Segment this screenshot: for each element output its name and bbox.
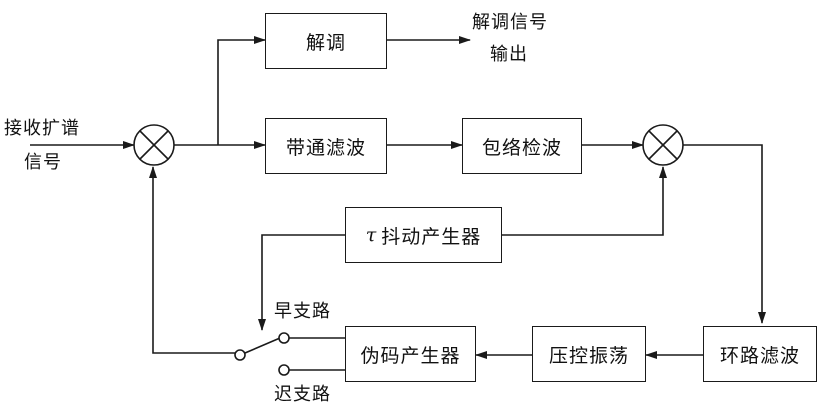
- bandpass-filter-block: 带通滤波: [265, 118, 387, 174]
- envelope-detector-block: 包络检波: [462, 118, 582, 174]
- switch-late-contact: [278, 364, 290, 376]
- input-label-line1: 接收扩谱: [4, 118, 80, 139]
- tau-dither-generator-block: τ 抖动产生器: [345, 207, 502, 263]
- envelope-detector-label: 包络检波: [481, 136, 562, 159]
- pn-code-generator-block: 伪码产生器: [345, 326, 476, 382]
- tau-to-mixer2: [502, 166, 667, 236]
- pn-code-generator-label: 伪码产生器: [360, 344, 461, 367]
- early-branch-label: 早支路: [274, 301, 331, 322]
- demod-block: 解调: [265, 13, 387, 69]
- bandpass-filter-label: 带通滤波: [285, 136, 366, 159]
- demod-output-label-line1: 解调信号: [472, 12, 548, 33]
- vco-block: 压控振荡: [532, 326, 646, 382]
- demod-block-label: 解调: [305, 31, 346, 54]
- switch-pivot: [234, 349, 246, 361]
- feedback-to-mixer1: [149, 166, 240, 354]
- switch-arm: [244, 337, 281, 354]
- loop-filter-label: 环路滤波: [719, 344, 800, 367]
- demod-output-label-line2: 输出: [490, 44, 528, 65]
- switch-early-contact: [278, 332, 290, 344]
- mixer-1: [133, 124, 175, 166]
- mixer2-to-loopfilter: [683, 144, 766, 324]
- branch-to-demod: [217, 36, 266, 145]
- tau-to-switch: [258, 234, 345, 331]
- tau-dither-generator-label: 抖动产生器: [381, 225, 482, 248]
- loop-filter-block: 环路滤波: [703, 326, 817, 382]
- input-label-line2: 信号: [24, 152, 62, 173]
- vco-label: 压控振荡: [548, 344, 629, 367]
- tau-symbol: τ: [365, 224, 378, 246]
- mixer-2: [642, 124, 684, 166]
- late-branch-label: 迟支路: [274, 384, 331, 405]
